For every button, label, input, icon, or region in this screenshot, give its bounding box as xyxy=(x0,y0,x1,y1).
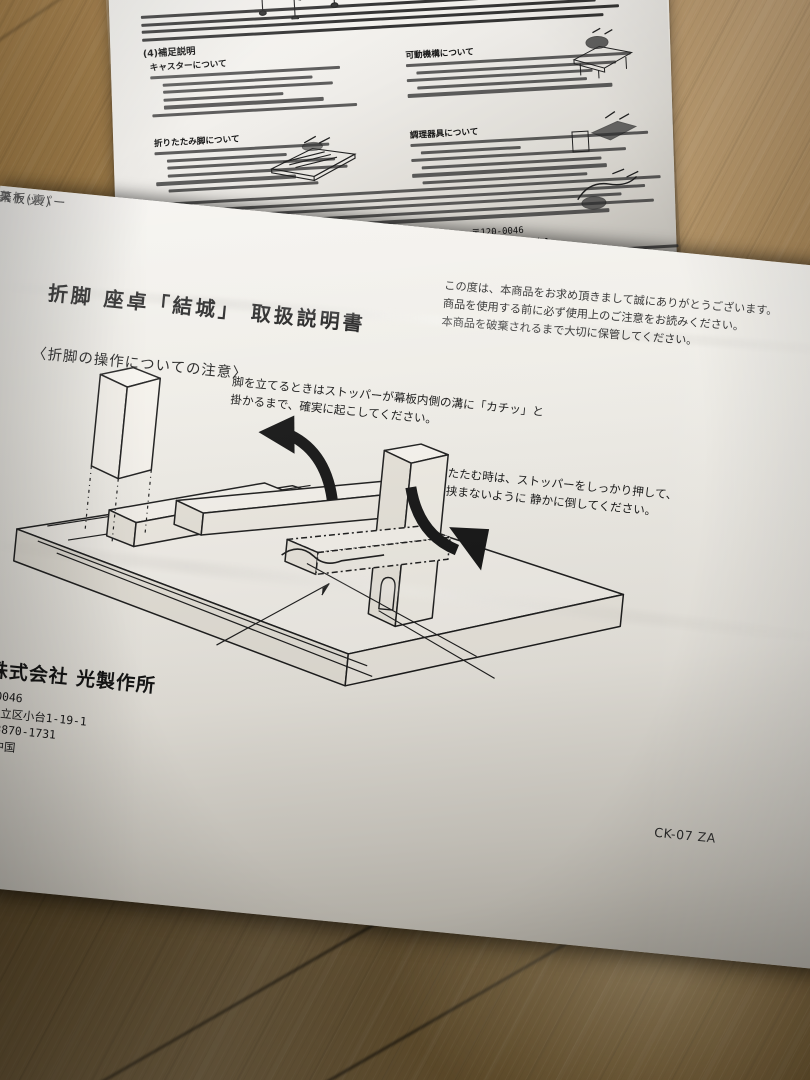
upper-top-paragraph xyxy=(140,0,632,46)
mechanism-illustration xyxy=(572,27,634,79)
upper-section-4-heading: (4)補足説明 xyxy=(142,45,196,60)
folding-table-diagram xyxy=(13,366,625,687)
upper-section-casters: キャスターについて xyxy=(149,50,362,122)
appliance-illustration xyxy=(571,111,638,153)
arrow-fold-icon xyxy=(405,486,490,571)
company-address-block: 〒120-0046 東京都足立区小台1-19-1 TEL03-3870-1731… xyxy=(0,684,89,763)
outdoor-illustration xyxy=(577,168,639,210)
product-code: CK-07 ZA xyxy=(653,824,717,846)
upper-instruction-sheet: (4)補足説明 キャスターについて xyxy=(102,0,682,307)
arrow-unfold-icon xyxy=(258,415,338,501)
folded-table-illustration xyxy=(269,135,357,182)
lower-instruction-sheet: 折脚 座卓「結城」 取扱説明書 〈折脚の操作についての注意〉 この度は、本商品を… xyxy=(0,185,810,971)
